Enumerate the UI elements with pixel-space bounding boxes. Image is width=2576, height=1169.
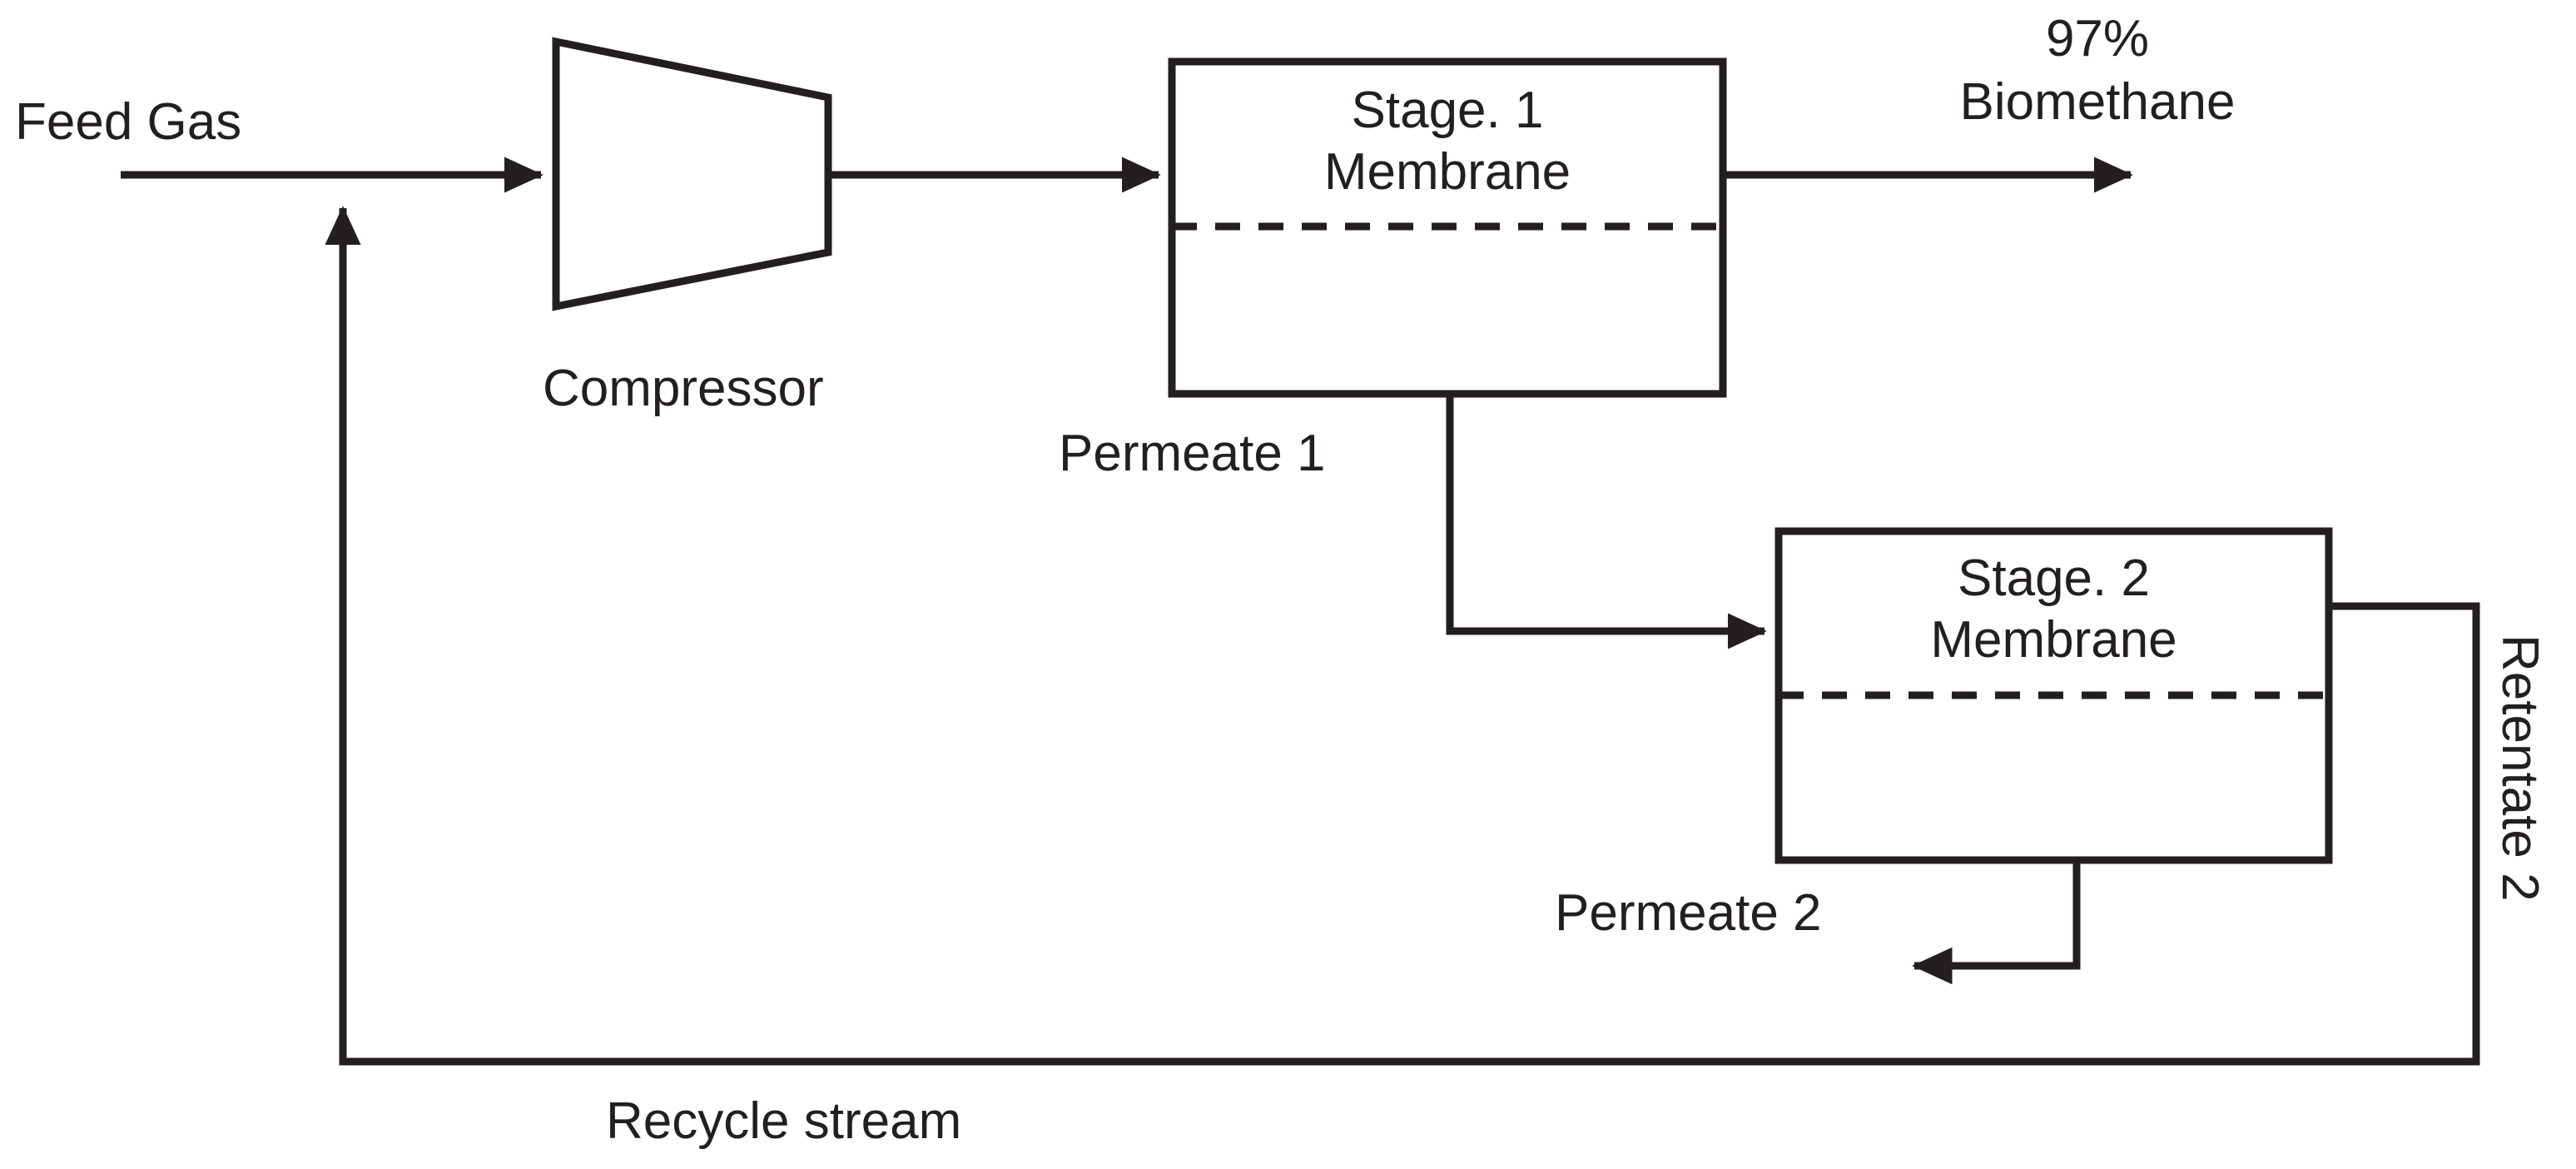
biomethane-purity-label: 97% xyxy=(2045,10,2150,67)
stage-1-membrane-title: Stage. 1 xyxy=(1351,82,1544,139)
permeate-2-stream-line xyxy=(1912,860,2081,985)
permeate-1-stream-line xyxy=(1446,394,1767,649)
biomethane-product-label: Biomethane xyxy=(1959,73,2236,131)
permeate-1-label: Permeate 1 xyxy=(1059,425,1326,482)
stage-2-membrane-title: Stage. 2 xyxy=(1958,550,2150,607)
retentate-2-label: Retentate 2 xyxy=(2491,634,2549,902)
feed-gas-label: Feed Gas xyxy=(15,93,242,151)
stage-1-membrane-subtitle: Membrane xyxy=(1323,143,1571,201)
recycle-stream-label: Recycle stream xyxy=(606,1092,962,1150)
retentate-2-recycle-stream-line xyxy=(325,206,2480,1066)
stage-2-membrane-subtitle: Membrane xyxy=(1930,611,2177,669)
compressor-symbol xyxy=(552,37,832,311)
compressor-label: Compressor xyxy=(543,360,824,417)
permeate-2-label: Permeate 2 xyxy=(1555,884,1822,942)
